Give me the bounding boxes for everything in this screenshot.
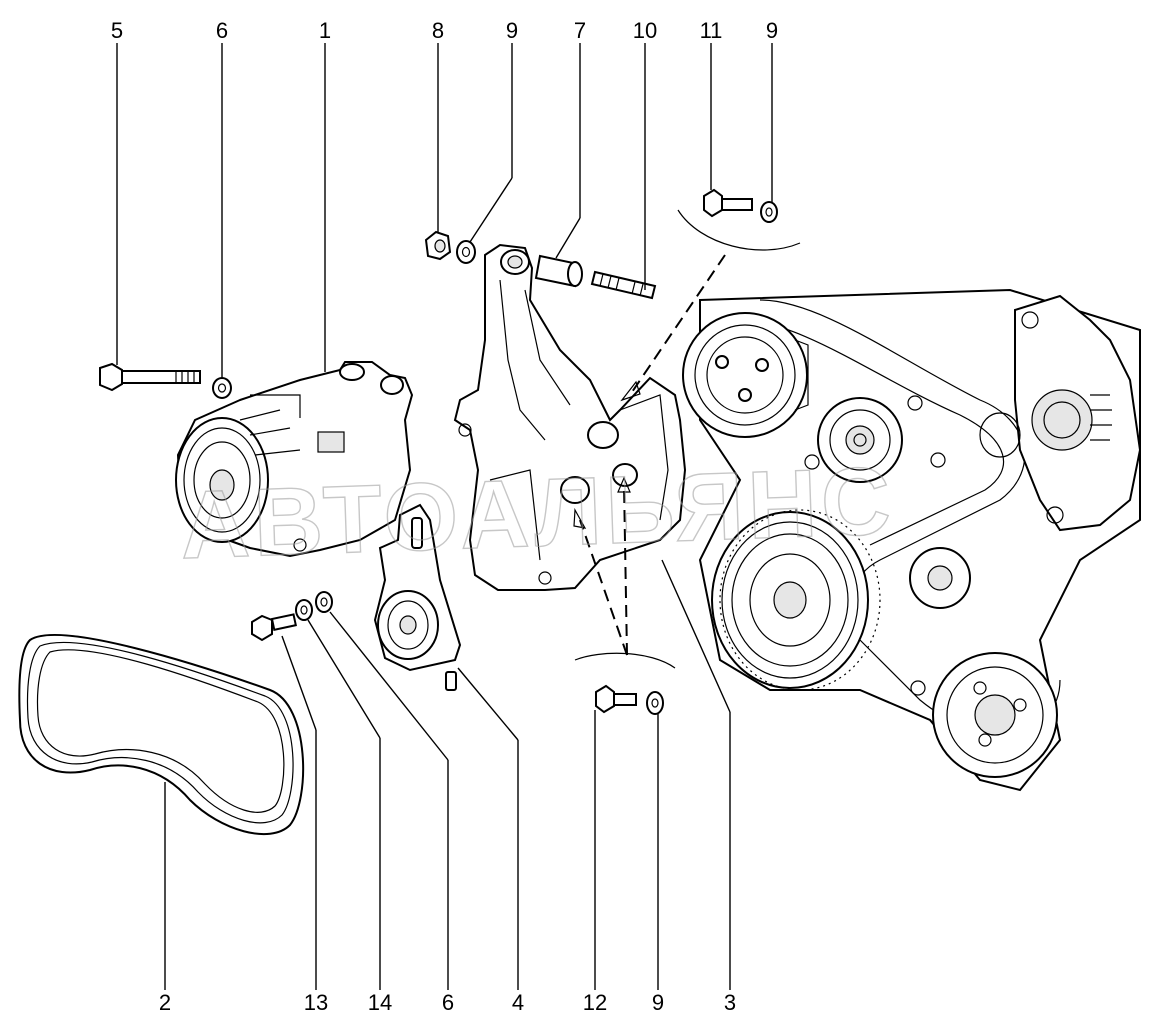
- callout-labels: 5 6 1 8 9 7 10 11 9 2 13 14 6 4 12 9 3: [111, 18, 778, 1015]
- idler-pulley-lower: [909, 547, 971, 609]
- callout-9-top: 9: [506, 18, 518, 43]
- mounting-bracket: [453, 243, 687, 591]
- pump-pulley: [682, 312, 809, 438]
- idler-pulley-upper: [817, 397, 903, 483]
- washer-9-a: [456, 240, 476, 264]
- assembly-guides: [573, 209, 801, 669]
- washer-9-b: [760, 201, 778, 223]
- bolt-13: [251, 613, 297, 642]
- callout-12: 12: [583, 990, 607, 1015]
- belt-tensioner: [373, 503, 462, 691]
- callout-9-right: 9: [766, 18, 778, 43]
- spacer-sleeve-7: [534, 254, 583, 288]
- callout-4: 4: [512, 990, 524, 1015]
- washer-6-top: [212, 377, 232, 399]
- callout-9-bottom: 9: [652, 990, 664, 1015]
- lower-pulley: [932, 652, 1058, 778]
- nut-8: [424, 230, 452, 261]
- bolt-11: [703, 188, 753, 218]
- callout-11: 11: [700, 18, 723, 43]
- engine-front-assembly: [682, 288, 1142, 792]
- leader-lines: [116, 43, 773, 990]
- alternator: [979, 294, 1142, 532]
- callout-14: 14: [368, 990, 392, 1015]
- callout-5: 5: [111, 18, 123, 43]
- washer-9-c: [646, 691, 664, 715]
- callout-1: 1: [319, 18, 331, 43]
- bolt-12: [595, 684, 637, 714]
- callout-7: 7: [574, 18, 586, 43]
- watermark-text: АВТОАЛЬЯНС: [178, 447, 896, 579]
- crankshaft-pulley: [711, 509, 881, 691]
- callout-13: 13: [304, 990, 328, 1015]
- callout-6-top: 6: [216, 18, 228, 43]
- callout-6-bottom: 6: [442, 990, 454, 1015]
- callout-2: 2: [159, 990, 171, 1015]
- callout-8: 8: [432, 18, 444, 43]
- callout-3: 3: [724, 990, 736, 1015]
- washer-6-lower: [315, 591, 333, 613]
- ac-compressor: [175, 361, 414, 558]
- poly-v-belt: [18, 634, 305, 836]
- stud-10: [590, 270, 657, 300]
- bolt-5: [99, 362, 201, 392]
- callout-10: 10: [633, 18, 657, 43]
- washer-14: [295, 599, 313, 621]
